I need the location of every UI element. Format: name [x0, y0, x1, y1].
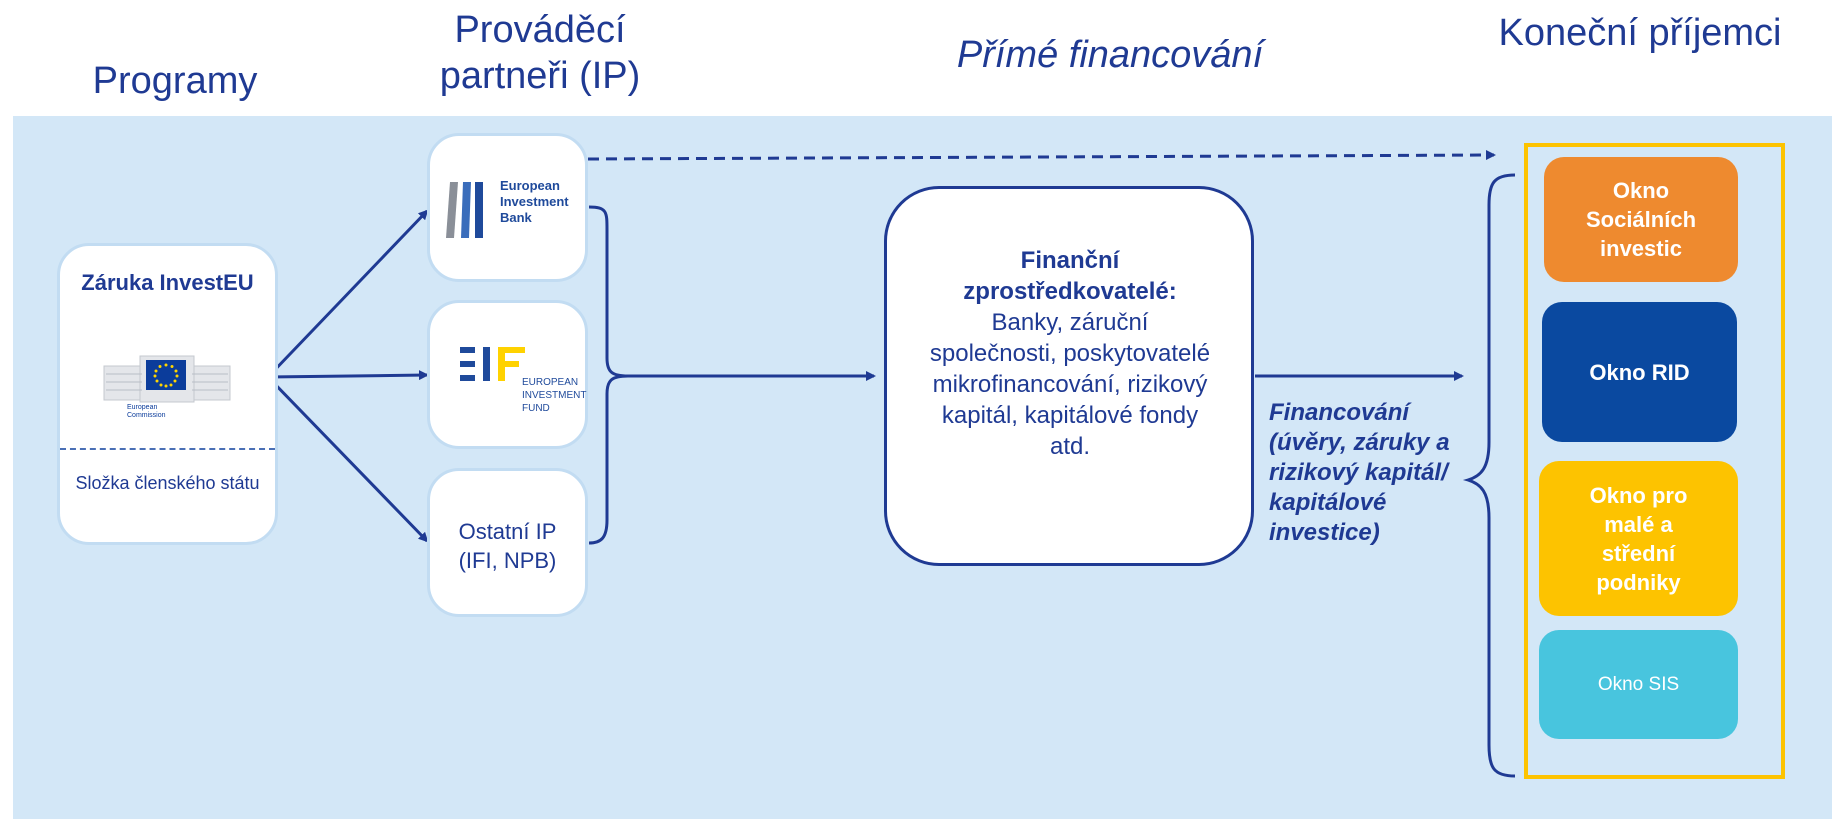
- member-state-divider: [60, 448, 275, 450]
- member-state-label: Složka členského státu: [75, 473, 260, 493]
- eib-name: European Investment Bank: [500, 178, 569, 225]
- sme-window-label: Okno pro malé a střední podniky: [1589, 482, 1688, 595]
- european-commission-logo-text: European Commission: [127, 404, 166, 419]
- arrow-to-eib: [266, 209, 429, 379]
- guarantee-title: Záruka InvestEU: [81, 270, 254, 295]
- dashed-direct-arrow: [587, 150, 1496, 161]
- social-investment-window-label: Okno Sociálních investic: [1585, 178, 1697, 261]
- eib-logo-icon: [446, 182, 483, 238]
- sis-window: Okno SIS: [1539, 630, 1738, 739]
- header-programs: Programy: [92, 60, 258, 102]
- rid-window: Okno RID: [1542, 302, 1737, 442]
- header-partners: Prováděcí partneři (IP): [439, 9, 641, 97]
- intermediaries-list: Banky, záruční společnosti, poskytovatel…: [929, 309, 1211, 460]
- arrow-to-eif: [267, 370, 429, 381]
- eif-partner-box: EUROPEAN INVESTMENT FUND: [427, 300, 588, 449]
- financial-intermediaries-box: Finanční zprostředkovatelé: Banky, záruč…: [884, 186, 1254, 566]
- european-commission-logo: European Commission: [102, 346, 232, 432]
- partners-bracket: [588, 205, 629, 545]
- intermediaries-title: Finanční zprostředkovatelé:: [963, 247, 1177, 305]
- other-ip-label: Ostatní IP (IFI, NPB): [458, 519, 557, 573]
- recipients-brace: [1462, 173, 1516, 778]
- social-investment-window: Okno Sociálních investic: [1544, 157, 1738, 282]
- header-direct-financing: Přímé financování: [956, 34, 1264, 76]
- investeu-guarantee-box: Záruka InvestEU European Commission Slož…: [57, 243, 278, 545]
- sme-window: Okno pro malé a střední podniky: [1539, 461, 1738, 616]
- header-final-recipients: Koneční příjemci: [1498, 12, 1782, 54]
- eif-name: EUROPEAN INVESTMENT FUND: [522, 377, 587, 414]
- rid-window-label: Okno RID: [1589, 359, 1690, 385]
- eib-partner-box: European Investment Bank: [427, 133, 588, 282]
- final-recipients-frame: [1524, 143, 1785, 779]
- arrow-to-other-ip: [266, 375, 429, 543]
- sis-window-label: Okno SIS: [1597, 674, 1680, 695]
- other-ip-box: Ostatní IP (IFI, NPB): [427, 468, 588, 617]
- eif-logo-icon: [460, 347, 525, 381]
- financing-types-label: Financování (úvěry, záruky a rizikový ka…: [1269, 399, 1450, 546]
